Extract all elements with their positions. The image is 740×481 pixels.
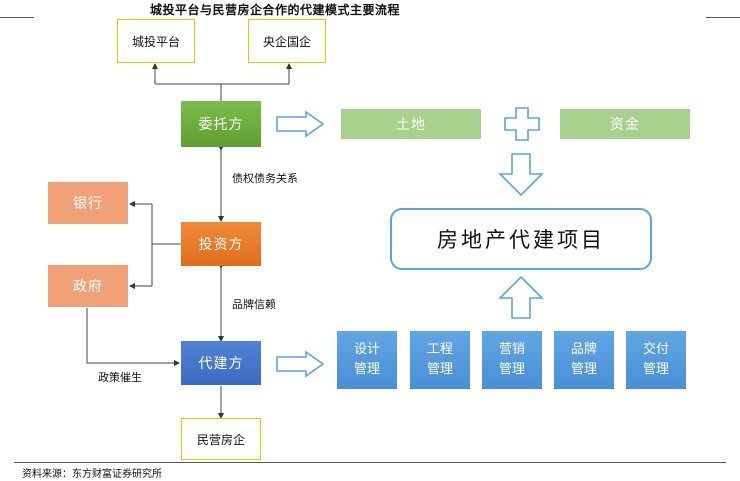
service-line1: 品牌: [570, 342, 597, 357]
edge-gov-down: [86, 308, 180, 366]
service-box-brand: 品牌 管理: [554, 331, 614, 389]
node-yinhang: 银行: [48, 182, 128, 224]
label-policy: 政策催生: [98, 371, 142, 384]
service-line1: 工程: [426, 342, 453, 357]
plus-icon: [504, 107, 540, 141]
node-project: 房地产代建项目: [390, 208, 652, 270]
service-box-marketing: 营销 管理: [482, 331, 542, 389]
outline-arrow-down: [498, 153, 544, 197]
outline-arrow-up: [498, 275, 544, 319]
node-touzi: 投资方: [181, 222, 261, 266]
header-rule-left: [0, 17, 34, 18]
node-daijian: 代建方: [181, 341, 261, 385]
source-note: 资料来源：东方财富证券研究所: [22, 469, 162, 480]
service-line2: 管理: [426, 362, 453, 377]
label-brand: 品牌信赖: [232, 298, 276, 311]
footer-rule: [14, 462, 726, 463]
node-zijin: 资金: [560, 109, 690, 139]
diagram-title: 城投平台与民营房企合作的代建模式主要流程: [150, 3, 401, 17]
outline-arrow-daijian: [276, 350, 325, 378]
service-line1: 设计: [353, 342, 380, 357]
outline-arrow-weituo: [276, 110, 325, 138]
node-chengtou: 城投平台: [117, 19, 195, 63]
service-line1: 营销: [498, 342, 525, 357]
service-line2: 管理: [570, 362, 597, 377]
service-line2: 管理: [498, 362, 525, 377]
service-box-engineering: 工程 管理: [410, 331, 470, 389]
node-weituo: 委托方: [181, 101, 261, 147]
service-box-delivery: 交付 管理: [626, 331, 686, 389]
label-debt: 债权债务关系: [232, 172, 298, 185]
service-line2: 管理: [353, 362, 380, 377]
node-tudi: 土地: [341, 109, 481, 139]
header-rule-right: [706, 17, 740, 18]
service-line1: 交付: [642, 342, 669, 357]
service-line2: 管理: [642, 362, 669, 377]
node-zhengfu: 政府: [48, 265, 128, 307]
node-yangqi: 央企国企: [248, 19, 326, 63]
node-minying: 民营房企: [181, 418, 261, 460]
service-box-design: 设计 管理: [337, 331, 397, 389]
